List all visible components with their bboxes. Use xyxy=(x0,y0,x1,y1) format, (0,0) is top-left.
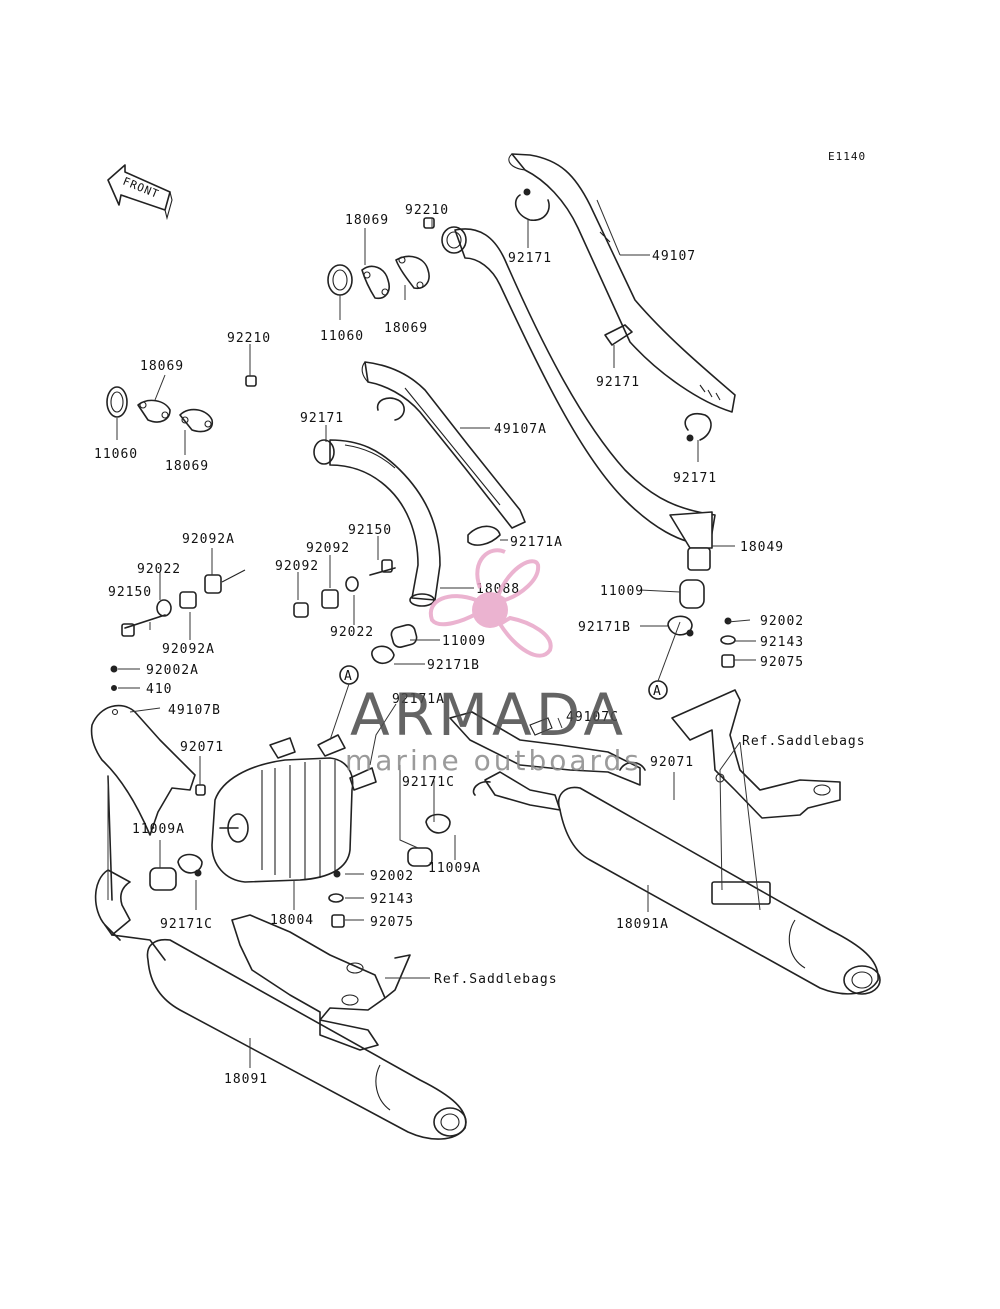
clamp-92171-left-icon xyxy=(376,397,405,421)
propeller-logo-icon xyxy=(428,548,553,658)
label-92143-right: 92143 xyxy=(760,635,804,650)
label-18069-d: 18069 xyxy=(165,459,209,474)
muffler-body-18004 xyxy=(211,734,377,883)
label-92171-top: 92171 xyxy=(508,251,552,266)
watermark: ARMADA marine outboards xyxy=(345,548,642,777)
saddlebag-bracket-right xyxy=(671,617,841,819)
label-ref-saddlebags-right: Ref.Saddlebags xyxy=(742,734,866,749)
label-92075-right: 92075 xyxy=(760,655,804,670)
label-49107B: 49107B xyxy=(168,703,221,718)
sleeve-11009-mid xyxy=(390,624,418,648)
label-18069-b: 18069 xyxy=(384,321,428,336)
label-92071-right: 92071 xyxy=(650,755,694,770)
lower-head-pipe xyxy=(313,439,441,607)
part-labels: 49107 92171 92210 18069 18069 11060 9217… xyxy=(94,203,866,1087)
label-92002-mid: 92002 xyxy=(370,869,414,884)
label-92171B-mid: 92171B xyxy=(427,658,480,673)
label-92171-right: 92171 xyxy=(673,471,717,486)
label-92002-right: 92002 xyxy=(760,614,804,629)
label-92022-mid: 92022 xyxy=(330,625,374,640)
sleeve-11009-right xyxy=(679,579,705,609)
svg-text:A: A xyxy=(344,669,353,684)
upper-long-pipe xyxy=(508,153,736,413)
clamp-92171B-mid-icon xyxy=(371,645,395,665)
label-92171A-mid: 92171A xyxy=(392,692,445,707)
label-11009-right: 11009 xyxy=(600,584,644,599)
hardware-left xyxy=(121,569,246,637)
label-49107A: 49107A xyxy=(494,422,547,437)
callout-a-right: A xyxy=(648,621,681,700)
label-92022-left: 92022 xyxy=(137,562,181,577)
muffler-18091A xyxy=(472,771,881,995)
label-92092A-a: 92092A xyxy=(182,532,235,547)
label-11060-top: 11060 xyxy=(320,329,364,344)
label-92171-left: 92171 xyxy=(300,411,344,426)
label-92075-mid: 92075 xyxy=(370,915,414,930)
label-18004: 18004 xyxy=(270,913,314,928)
svg-text:A: A xyxy=(653,684,662,699)
label-92150-left: 92150 xyxy=(108,585,152,600)
label-11009A-mid: 11009A xyxy=(428,861,481,876)
clamp-92171B-right-icon xyxy=(667,615,694,637)
label-11009A-left: 11009A xyxy=(132,822,185,837)
label-18069-c: 18069 xyxy=(140,359,184,374)
label-92171C-left: 92171C xyxy=(160,917,213,932)
label-92092A-b: 92092A xyxy=(162,642,215,657)
lower-left-pipe xyxy=(94,853,203,961)
label-18049: 18049 xyxy=(740,540,784,555)
upper-head-pipe xyxy=(441,226,716,571)
callout-a-left: A xyxy=(329,665,359,741)
label-49107C: 49107C xyxy=(566,710,619,725)
label-410: 410 xyxy=(146,682,172,697)
label-92171B-right: 92171B xyxy=(578,620,631,635)
label-92171C-mid: 92171C xyxy=(402,775,455,790)
diagram-code: E1140 xyxy=(828,150,866,163)
watermark-brand: ARMADA xyxy=(350,681,627,749)
clamp-92171-mid-icon xyxy=(604,324,633,346)
label-ref-saddlebags-left: Ref.Saddlebags xyxy=(434,972,558,987)
hardware-mid xyxy=(293,559,396,618)
label-92092-b: 92092 xyxy=(275,559,319,574)
label-92210-left: 92210 xyxy=(227,331,271,346)
flange-group-left xyxy=(106,375,257,433)
muffler-18091 xyxy=(104,775,467,1140)
label-92171-mid: 92171 xyxy=(596,375,640,390)
label-92150-mid: 92150 xyxy=(348,523,392,538)
heat-shield-49107A xyxy=(361,361,526,529)
hardware-92002A-410 xyxy=(110,665,118,691)
clamp-92171-top-icon xyxy=(514,188,550,221)
label-18091: 18091 xyxy=(224,1072,268,1087)
label-11060-left: 11060 xyxy=(94,447,138,462)
label-92002A: 92002A xyxy=(146,663,199,678)
label-92210-top: 92210 xyxy=(405,203,449,218)
clamp-92171-right-icon xyxy=(684,412,712,442)
connector-pipe-49107C xyxy=(449,711,646,786)
label-92143-mid: 92143 xyxy=(370,892,414,907)
label-18091A: 18091A xyxy=(616,917,669,932)
label-49107: 49107 xyxy=(652,249,696,264)
front-arrow-icon: FRONT xyxy=(107,164,173,221)
watermark-tagline: marine outboards xyxy=(345,744,642,777)
label-18069-a: 18069 xyxy=(345,213,389,228)
saddlebag-bracket-left xyxy=(231,813,451,1051)
label-92171A-top: 92171A xyxy=(510,535,563,550)
label-92092-a: 92092 xyxy=(306,541,350,556)
flange-group-top xyxy=(327,217,435,300)
label-92071-left: 92071 xyxy=(180,740,224,755)
leader-lines xyxy=(107,199,761,1068)
label-11009-mid: 11009 xyxy=(442,634,486,649)
clamp-92171A-top-icon xyxy=(467,525,501,546)
